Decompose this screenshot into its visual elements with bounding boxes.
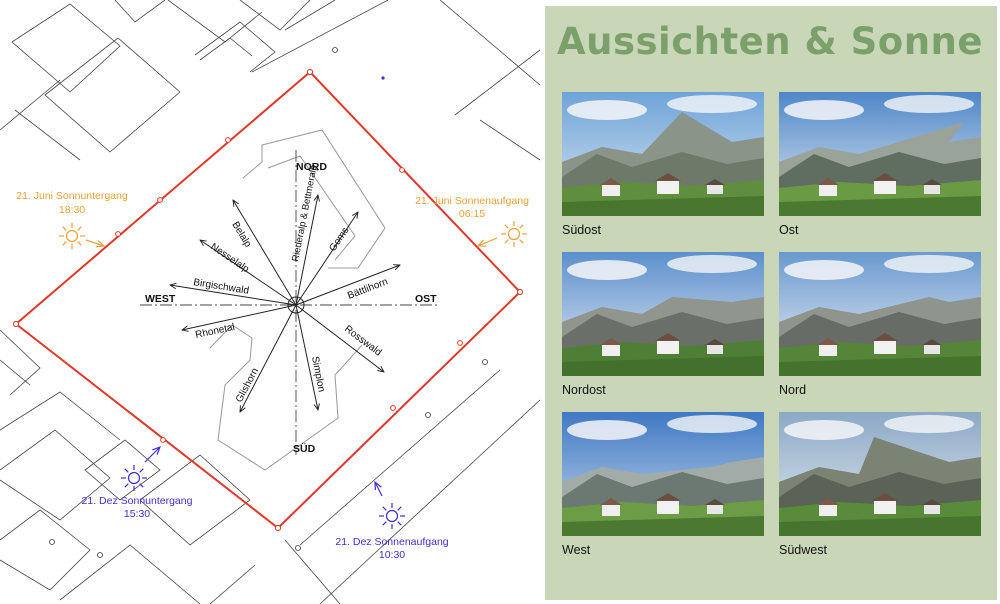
sun-arrow (144, 447, 160, 463)
ray-riederalp (295, 195, 318, 306)
june-sunrise-time: 06:15 (459, 208, 485, 220)
marker-dot (381, 76, 385, 80)
landscape-image (562, 412, 764, 536)
landscape-image (562, 252, 764, 376)
dec-sunrise-label: 21. Dez Sonnenaufgang (335, 536, 448, 548)
sun-arrow (85, 239, 104, 246)
label-rosswald: Rosswald (342, 324, 383, 359)
label-sued: SÜD (293, 442, 316, 455)
label-baettlihorn: Bättlihorn (346, 276, 389, 301)
ray-rosswald (295, 304, 384, 372)
sun-arrow (375, 482, 383, 497)
boundary-vertices (12, 68, 524, 532)
label-ost: OST (415, 293, 437, 305)
views-panel: Aussichten & Sonne Südost Ost Nordost No… (545, 6, 997, 600)
landscape-image (779, 92, 981, 216)
label-west: WEST (145, 293, 176, 305)
photo-caption: Nord (779, 383, 807, 397)
june-sunset-label: 21. Juni Sonnuntergang (16, 190, 128, 202)
view-rays (170, 195, 400, 412)
landscape-image (562, 92, 764, 216)
label-simplon: Simplon (309, 355, 327, 393)
sun-arrow (478, 237, 498, 246)
sun-icon (121, 465, 147, 491)
photo-nordost (562, 252, 764, 376)
landscape-image (779, 412, 981, 536)
photo-caption: Südwest (779, 543, 827, 557)
label-rhonetal: Rhonetal (194, 322, 235, 341)
ray-belalp (233, 200, 297, 306)
ray-baettlihorn (295, 265, 400, 306)
photo-suedost (562, 92, 764, 216)
june-sunrise-label: 21. Juni Sonnenaufgang (415, 195, 529, 207)
dec-sunset-label: 21. Dez Sonnuntergang (82, 495, 193, 507)
sun-icon (379, 503, 405, 529)
photo-caption: Südost (562, 223, 601, 237)
label-riederalp: Riederalp & Bettmeralp (290, 164, 320, 263)
site-plan: NORD SÜD WEST OST Belalp Nesselalp Birgi… (0, 0, 540, 604)
ray-rhonetal (182, 304, 297, 330)
ray-nesselalp (200, 240, 297, 306)
panel-title: Aussichten & Sonne (557, 20, 983, 63)
cadastral-lines (0, 0, 540, 604)
dec-sunrise-time: 10:30 (379, 549, 405, 561)
ray-simplon (295, 304, 318, 410)
photo-caption: Ost (779, 223, 799, 237)
viewpoint-origin (287, 296, 305, 314)
label-nord: NORD (296, 161, 327, 173)
ray-goms (295, 212, 358, 306)
photo-west (562, 412, 764, 536)
compass-axes (140, 150, 440, 455)
photo-caption: Nordost (562, 383, 606, 397)
sun-icon (501, 221, 527, 247)
photo-ost (779, 92, 981, 216)
label-belalp: Belalp (229, 220, 253, 250)
dec-sunset-time: 15:30 (124, 508, 150, 520)
sun-icon (59, 223, 85, 249)
landscape-image (779, 252, 981, 376)
building-outline (209, 129, 386, 471)
photo-nord (779, 252, 981, 376)
ray-birgischwald (170, 285, 297, 306)
photo-suedwest (779, 412, 981, 536)
ray-glishorn (240, 304, 297, 412)
parcel-boundary (14, 70, 522, 530)
photo-caption: West (562, 543, 591, 557)
label-goms: Goms (327, 225, 351, 253)
june-sunset-time: 18:30 (59, 204, 85, 216)
label-birgischwald: Birgischwald (193, 277, 250, 297)
survey-points (49, 47, 488, 558)
